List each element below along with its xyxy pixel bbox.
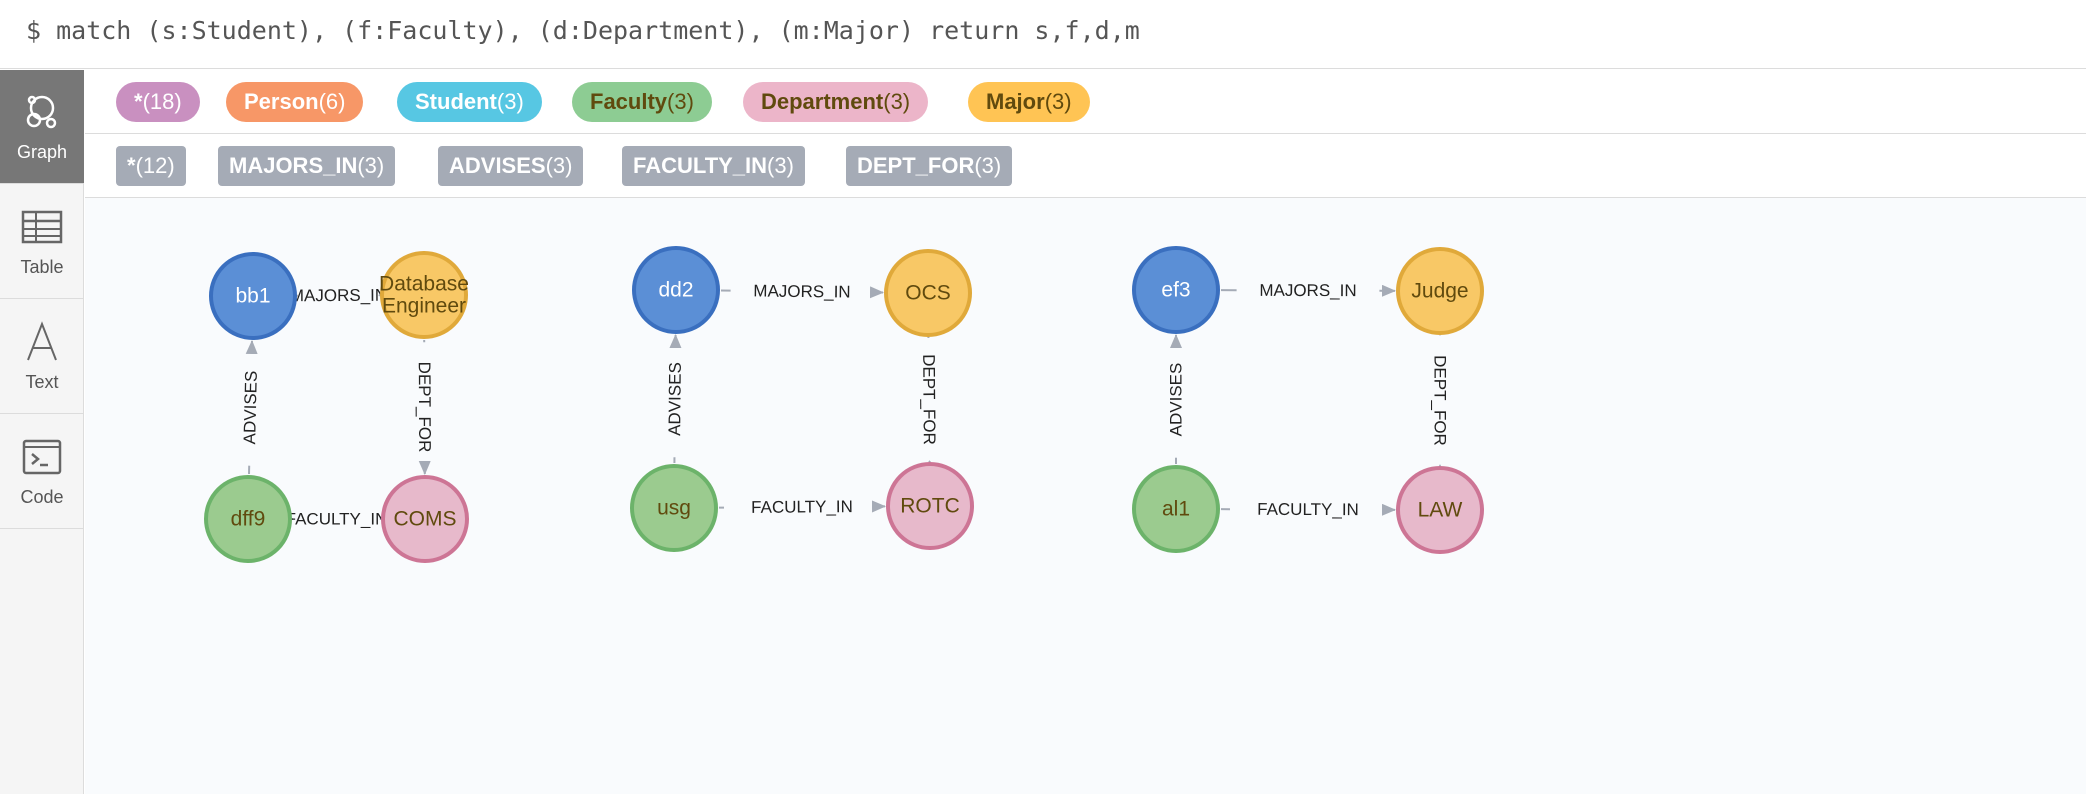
- relationship-type-bar: *(12) MAJORS_IN(3) ADVISES(3) FACULTY_IN…: [85, 134, 2086, 198]
- graph-node-department[interactable]: COMS: [383, 477, 467, 561]
- graph-edge[interactable]: MAJORS_IN: [721, 281, 883, 301]
- node-caption: ROTC: [900, 495, 960, 518]
- graph-svg[interactable]: MAJORS_IN ADVISES DEPT_FOR FACULTY_IN MAJORS…: [85, 198, 2086, 794]
- node-caption: bb1: [235, 285, 270, 308]
- graph-edge[interactable]: ADVISES: [1167, 335, 1186, 464]
- pill-name: *: [134, 89, 143, 114]
- query-text[interactable]: $ match (s:Student), (f:Faculty), (d:Dep…: [26, 16, 1140, 45]
- pill-name: Department: [761, 89, 883, 114]
- node-label-bar: *(18) Person(6) Student(3) Faculty(3) De…: [85, 70, 2086, 134]
- rel-type-dept-for-tag[interactable]: DEPT_FOR(3): [846, 146, 1012, 186]
- graph-edge[interactable]: ADVISES: [665, 335, 685, 463]
- graph-view-button[interactable]: Graph: [0, 70, 84, 184]
- graph-canvas[interactable]: MAJORS_IN ADVISES DEPT_FOR FACULTY_IN MAJORS…: [85, 198, 2086, 794]
- node-label-faculty-pill[interactable]: Faculty(3): [572, 82, 712, 122]
- text-icon: [20, 320, 64, 364]
- graph-edge[interactable]: MAJORS_IN: [1221, 281, 1395, 300]
- tag-name: FACULTY_IN: [633, 153, 767, 178]
- graph-edge[interactable]: ADVISES: [240, 341, 261, 474]
- text-view-button[interactable]: Text: [0, 299, 84, 414]
- view-sidebar: Graph Table Text Code: [0, 70, 84, 794]
- edge-label: MAJORS_IN: [753, 281, 851, 301]
- edge-label: ADVISES: [1167, 363, 1186, 437]
- node-caption: Engineer: [382, 295, 466, 318]
- graph-node-department[interactable]: ROTC: [888, 464, 972, 548]
- pill-count: (3): [497, 89, 524, 114]
- node-label-person-pill[interactable]: Person(6): [226, 82, 363, 122]
- node-caption: ef3: [1161, 279, 1190, 302]
- table-view-label: Table: [20, 257, 63, 278]
- edge-label: DEPT_FOR: [1431, 355, 1450, 446]
- query-editor[interactable]: $ match (s:Student), (f:Faculty), (d:Dep…: [0, 0, 2086, 69]
- graph-edge[interactable]: FACULTY_IN: [719, 497, 885, 517]
- graph-view-label: Graph: [17, 142, 67, 163]
- pill-name: Person: [244, 89, 319, 114]
- node-caption: Judge: [1411, 280, 1468, 303]
- table-view-button[interactable]: Table: [0, 184, 84, 299]
- node-caption: LAW: [1418, 499, 1463, 522]
- node-caption: usg: [657, 497, 691, 520]
- graph-edge[interactable]: FACULTY_IN: [1221, 500, 1395, 519]
- node-caption: OCS: [905, 282, 951, 305]
- code-icon: [20, 435, 64, 479]
- rel-type-all-tag[interactable]: *(12): [116, 146, 186, 186]
- edge-label: ADVISES: [665, 362, 685, 436]
- tag-name: ADVISES: [449, 153, 546, 178]
- text-view-label: Text: [25, 372, 58, 393]
- pill-name: Major: [986, 89, 1045, 114]
- edge-label: FACULTY_IN: [286, 510, 388, 529]
- node-caption: dff9: [231, 508, 266, 531]
- edge-label: DEPT_FOR: [919, 354, 939, 445]
- rel-type-faculty-in-tag[interactable]: FACULTY_IN(3): [622, 146, 805, 186]
- pill-count: (3): [883, 89, 910, 114]
- pill-count: (3): [1045, 89, 1072, 114]
- node-label-all-pill[interactable]: *(18): [116, 82, 200, 122]
- graph-icon: [20, 90, 64, 134]
- graph-edge[interactable]: DEPT_FOR: [1431, 336, 1450, 466]
- node-caption: Database: [379, 273, 469, 296]
- tag-name: MAJORS_IN: [229, 153, 357, 178]
- rel-type-majors-in-tag[interactable]: MAJORS_IN(3): [218, 146, 395, 186]
- edge-label: ADVISES: [240, 370, 261, 444]
- node-label-department-pill[interactable]: Department(3): [743, 82, 928, 122]
- tag-count: (3): [546, 153, 573, 178]
- graph-edge[interactable]: DEPT_FOR: [415, 340, 434, 474]
- pill-count: (18): [143, 89, 182, 114]
- pill-count: (6): [319, 89, 346, 114]
- graph-node-faculty[interactable]: dff9: [206, 477, 290, 561]
- node-label-major-pill[interactable]: Major(3): [968, 82, 1090, 122]
- code-view-button[interactable]: Code: [0, 414, 84, 529]
- tag-count: (3): [974, 153, 1001, 178]
- tag-count: (3): [767, 153, 794, 178]
- pill-count: (3): [667, 89, 694, 114]
- code-view-label: Code: [20, 487, 63, 508]
- graph-node-student[interactable]: bb1: [211, 254, 295, 338]
- node-caption: COMS: [394, 508, 457, 531]
- node-label-student-pill[interactable]: Student(3): [397, 82, 542, 122]
- edge-label: MAJORS_IN: [1259, 281, 1356, 300]
- node-caption: dd2: [658, 279, 693, 302]
- graph-node-major[interactable]: OCS: [886, 251, 970, 335]
- rel-type-advises-tag[interactable]: ADVISES(3): [438, 146, 583, 186]
- graph-node-student[interactable]: ef3: [1134, 248, 1218, 332]
- table-icon: [20, 205, 64, 249]
- edge-label: DEPT_FOR: [415, 362, 434, 453]
- node-caption: al1: [1162, 498, 1190, 521]
- edge-label: FACULTY_IN: [751, 497, 853, 517]
- edge-label: FACULTY_IN: [1257, 500, 1359, 519]
- tag-count: (12): [136, 153, 175, 178]
- pill-name: Student: [415, 89, 497, 114]
- tag-name: *: [127, 153, 136, 178]
- graph-node-student[interactable]: dd2: [634, 248, 718, 332]
- graph-node-major[interactable]: Judge: [1398, 249, 1482, 333]
- tag-name: DEPT_FOR: [857, 153, 974, 178]
- graph-node-faculty[interactable]: al1: [1134, 467, 1218, 551]
- edge-label: MAJORS_IN: [290, 286, 387, 306]
- graph-node-faculty[interactable]: usg: [632, 466, 716, 550]
- graph-node-department[interactable]: LAW: [1398, 468, 1482, 552]
- tag-count: (3): [357, 153, 384, 178]
- pill-name: Faculty: [590, 89, 667, 114]
- graph-edge[interactable]: DEPT_FOR: [919, 335, 939, 465]
